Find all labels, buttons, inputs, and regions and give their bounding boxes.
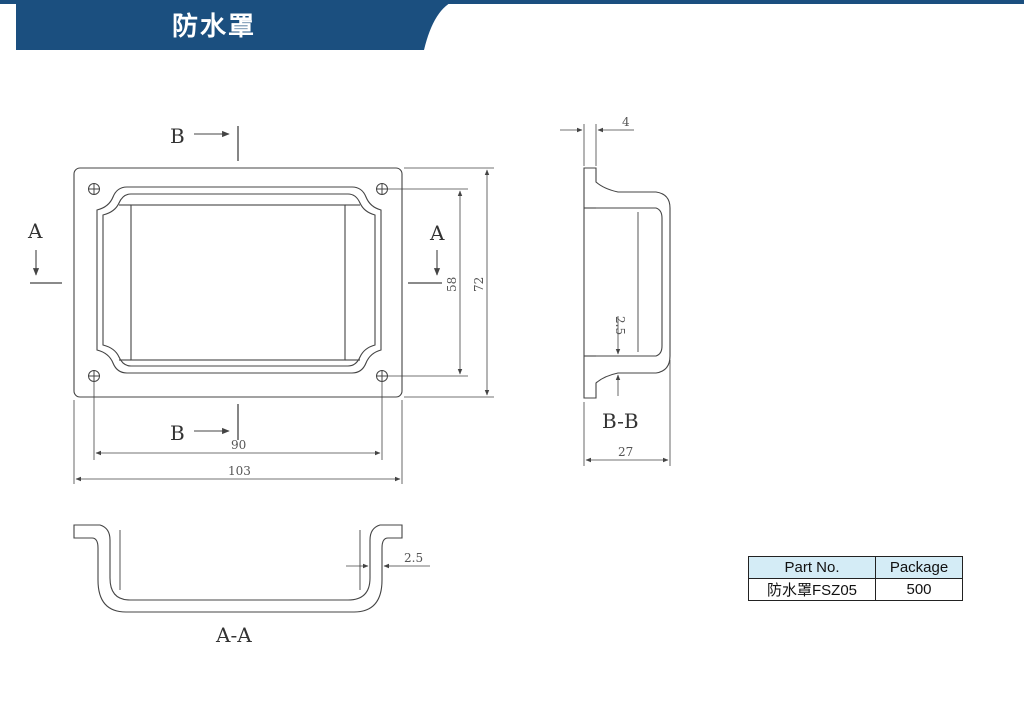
header-banner <box>0 0 1024 50</box>
side-view-label: B-B <box>602 409 639 433</box>
outer-flange <box>73 167 403 398</box>
dim-text-2-5-section: 2.5 <box>404 551 423 565</box>
cell-package: 500 <box>875 578 963 601</box>
header-package: Package <box>875 556 963 579</box>
side-view <box>560 124 671 466</box>
page-title: 防水罩 <box>172 12 257 42</box>
cell-part-no: 防水罩FSZ05 <box>748 578 876 601</box>
dim-text-103: 103 <box>228 464 251 478</box>
side-outline <box>583 167 671 399</box>
section-label-a-right: A <box>429 221 445 245</box>
section-view-label: A-A <box>215 623 252 647</box>
dim-text-4: 4 <box>622 115 630 129</box>
section-label-a-left: A <box>27 219 43 243</box>
section-label-b-top: B <box>170 124 185 148</box>
inner-rim-outer <box>96 186 382 374</box>
dim-text-90: 90 <box>231 438 246 452</box>
dim-text-72: 72 <box>472 277 486 292</box>
front-view <box>30 126 494 484</box>
spec-table: Part No. Package 防水罩FSZ05 500 <box>748 556 963 601</box>
dim-text-2-5-side: 2.5 <box>613 316 627 335</box>
inner-pocket <box>130 204 346 361</box>
inner-rim-inner <box>102 193 376 367</box>
dim-text-27: 27 <box>618 445 633 459</box>
section-label-b-bottom: B <box>170 421 185 445</box>
section-view <box>73 524 430 613</box>
header-part-no: Part No. <box>748 556 876 579</box>
table-header-row: Part No. Package <box>748 556 963 579</box>
dim-text-58: 58 <box>445 277 459 292</box>
title-band <box>16 0 456 50</box>
section-outline <box>73 524 403 613</box>
side-inner-wall <box>596 207 663 357</box>
table-row: 防水罩FSZ05 500 <box>748 578 963 601</box>
screw-hole <box>88 183 100 195</box>
